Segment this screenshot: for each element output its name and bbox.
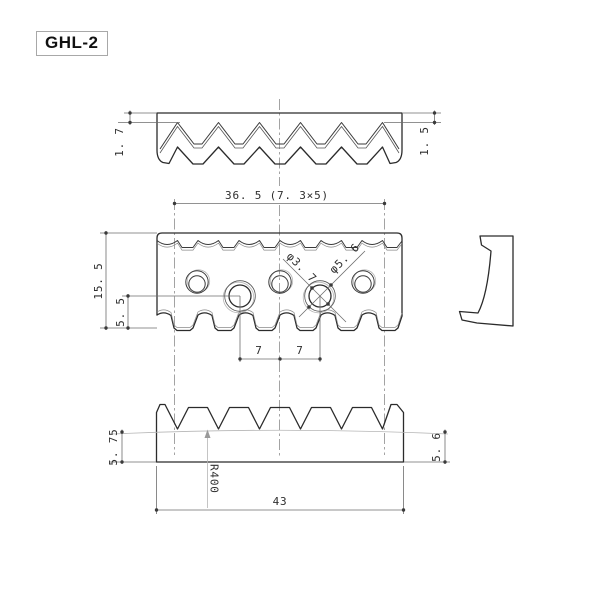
top-view-serration-zigzag: [159, 122, 400, 154]
clamp-screw-hole-left: [222, 280, 256, 314]
dim-label-1-5: 1. 5: [418, 126, 431, 156]
dim-label-phi-3-7: φ3. 7: [284, 250, 319, 285]
dim-plate-thickness-right: 1. 5: [384, 110, 441, 156]
title-block: GHL-2: [36, 31, 108, 56]
front-view-top-serration: [156, 240, 403, 251]
callout-fingerboard-radius: R400: [204, 429, 221, 508]
dim-base-height-right: 5. 6: [404, 429, 450, 464]
model-number: GHL-2: [45, 33, 99, 52]
dim-label-7-left: 7: [255, 344, 262, 357]
side-view: [458, 235, 514, 327]
string-hole-3: [351, 269, 377, 294]
dim-overall-width: 43: [154, 466, 406, 514]
dim-label-5-6: 5. 6: [430, 432, 443, 462]
dim-base-height-left: 5. 75: [107, 428, 156, 466]
dim-screw-pitch: 7 7: [238, 296, 322, 362]
front-view-bottom-serration: [156, 309, 403, 332]
dim-label-43: 43: [273, 495, 288, 508]
dim-plate-thickness-left: 1. 7: [113, 110, 180, 157]
dim-label-5-75: 5. 75: [107, 428, 120, 465]
dim-label-1-7: 1. 7: [113, 127, 126, 157]
r400-arc: [111, 429, 449, 435]
string-hole-2: [268, 269, 294, 294]
dim-screw-hole-offset: 5. 5: [114, 294, 240, 330]
dim-label-36-5: 36. 5 (7. 3×5): [225, 189, 329, 202]
front-view: 36. 5 (7. 3×5) 15. 5 5. 5 φ3. 7: [92, 189, 403, 362]
dim-label-7-right: 7: [296, 344, 303, 357]
top-view: 1. 7 1. 5: [113, 110, 441, 165]
bottom-view: R400 5. 75 5. 6 43: [107, 403, 450, 514]
string-hole-1: [185, 269, 211, 294]
dim-label-r400: R400: [208, 464, 221, 494]
center-lines: [174, 99, 385, 458]
dim-label-5-5: 5. 5: [114, 297, 127, 327]
dim-string-span: 36. 5 (7. 3×5): [172, 189, 387, 206]
dim-overall-height: 15. 5: [92, 231, 157, 330]
dim-label-15-5: 15. 5: [92, 262, 105, 299]
